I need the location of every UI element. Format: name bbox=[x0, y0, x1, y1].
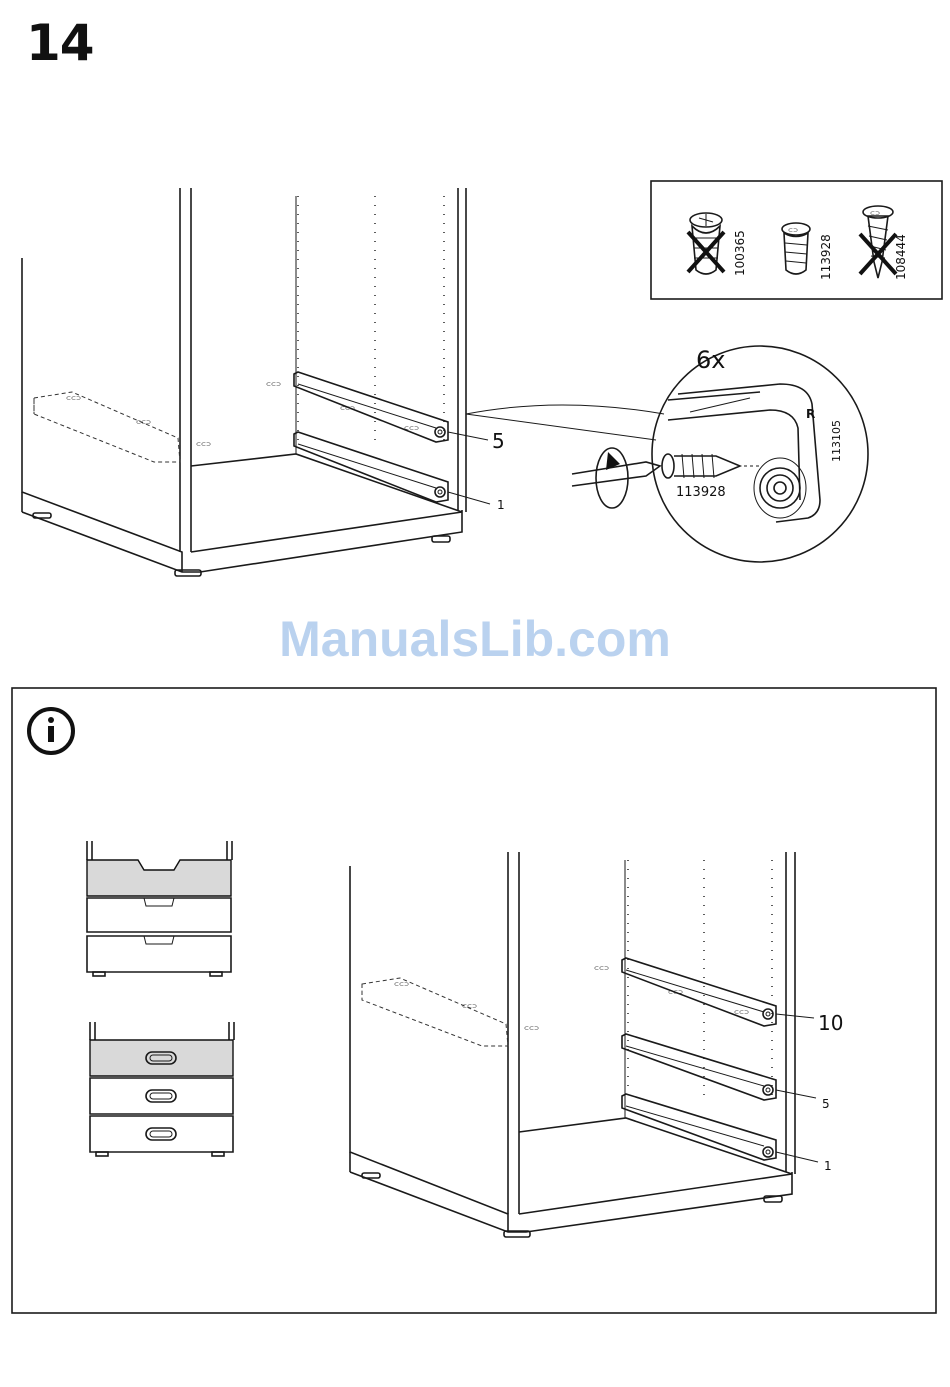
callout-rail-top: 10 bbox=[818, 1011, 843, 1035]
top-cabinet: ⊂⊂⊃ ⊂⊂⊃ ⊂⊂⊃ ⊂⊂⊃ ⊂⊂⊃ ⊂⊂⊃ bbox=[22, 188, 490, 576]
svg-text:⊂⊂⊃: ⊂⊂⊃ bbox=[404, 425, 419, 432]
svg-text:⊂⊂⊃: ⊂⊂⊃ bbox=[136, 419, 151, 426]
svg-text:⊂⊂⊃: ⊂⊂⊃ bbox=[462, 1003, 477, 1010]
svg-text:⊂⊂⊃: ⊂⊂⊃ bbox=[266, 381, 281, 388]
rail-mark: R bbox=[806, 407, 815, 421]
screw-code-3: 108444 bbox=[894, 234, 908, 280]
wood-screw-icon: ⊂⊃ bbox=[860, 206, 896, 278]
svg-text:⊂⊂⊃: ⊂⊂⊃ bbox=[524, 1025, 539, 1032]
svg-text:⊂⊂⊃: ⊂⊂⊃ bbox=[734, 1009, 749, 1016]
info-cabinet: ⊂⊂⊃ ⊂⊂⊃ ⊂⊂⊃ ⊂⊂⊃ ⊂⊂⊃ ⊂⊂⊃ bbox=[350, 852, 818, 1237]
svg-text:⊂⊂⊃: ⊂⊂⊃ bbox=[196, 441, 211, 448]
svg-text:⊂⊂⊃: ⊂⊂⊃ bbox=[594, 965, 609, 972]
svg-text:⊂⊂⊃: ⊂⊂⊃ bbox=[394, 981, 409, 988]
info-icon bbox=[29, 709, 73, 753]
cam-screw-icon bbox=[688, 213, 724, 274]
screwdriver-icon bbox=[572, 448, 660, 508]
callout-rail-bottom: 1 bbox=[824, 1159, 832, 1173]
drawer-stack-handle bbox=[90, 1022, 234, 1156]
drawer-stack-grip bbox=[87, 841, 232, 976]
svg-text:⊂⊂⊃: ⊂⊂⊃ bbox=[66, 395, 81, 402]
svg-text:⊂⊂⊃: ⊂⊂⊃ bbox=[340, 405, 355, 412]
callout-lower-rail: 1 bbox=[497, 498, 505, 512]
watermark: ManualsLib.com bbox=[0, 610, 950, 668]
callout-upper-rail: 5 bbox=[492, 429, 505, 453]
screw-code-2: 113928 bbox=[819, 234, 833, 280]
euro-screw-icon: ⊂⊃ bbox=[782, 223, 810, 274]
callout-rail-mid: 5 bbox=[822, 1097, 830, 1111]
svg-text:⊂⊃: ⊂⊃ bbox=[788, 227, 798, 234]
detail-screw-code: 113928 bbox=[676, 485, 726, 500]
detail-rail-code: 113105 bbox=[830, 420, 843, 462]
svg-text:⊂⊂⊃: ⊂⊂⊃ bbox=[668, 989, 683, 996]
detail-quantity: 6x bbox=[696, 346, 725, 374]
screw-code-1: 100365 bbox=[733, 230, 747, 276]
